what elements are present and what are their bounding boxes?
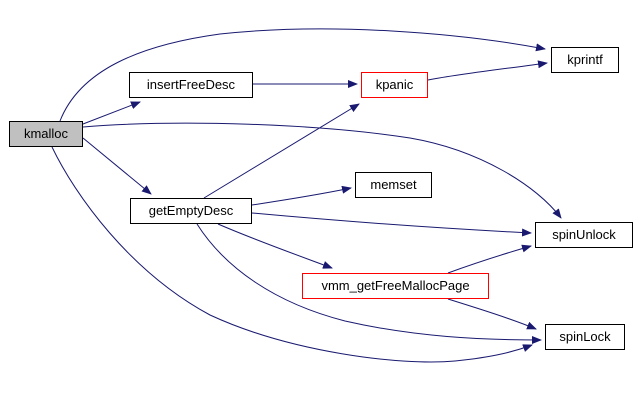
edge-vmm_getFreeMallocPage-spinLock xyxy=(447,298,537,330)
node-memset[interactable]: memset xyxy=(355,172,432,198)
edge-getEmptyDesc-memset xyxy=(251,185,352,206)
edge-kmalloc-getEmptyDesc xyxy=(82,137,152,195)
edge-kmalloc-insertFreeDesc xyxy=(82,101,141,125)
edge-kmalloc-spinLock xyxy=(51,146,533,363)
edge-getEmptyDesc-spinLock xyxy=(196,223,542,344)
node-kprintf[interactable]: kprintf xyxy=(551,47,619,73)
edge-kmalloc-kprintf xyxy=(59,28,546,122)
node-vmm_getFreeMallocPage[interactable]: vmm_getFreeMallocPage xyxy=(302,273,489,299)
edge-getEmptyDesc-spinUnlock xyxy=(251,212,532,237)
edge-kpanic-kprintf xyxy=(427,60,548,81)
node-kmalloc[interactable]: kmalloc xyxy=(9,121,83,147)
edge-kmalloc-spinUnlock xyxy=(82,122,562,219)
edge-vmm_getFreeMallocPage-spinUnlock xyxy=(447,244,532,274)
node-spinUnlock[interactable]: spinUnlock xyxy=(535,222,633,248)
node-getEmptyDesc[interactable]: getEmptyDesc xyxy=(130,198,252,224)
node-kpanic[interactable]: kpanic xyxy=(361,72,428,98)
node-insertFreeDesc[interactable]: insertFreeDesc xyxy=(129,72,253,98)
node-spinLock[interactable]: spinLock xyxy=(545,324,625,350)
edge-getEmptyDesc-vmm_getFreeMallocPage xyxy=(217,223,333,269)
edge-getEmptyDesc-kpanic xyxy=(203,103,360,199)
